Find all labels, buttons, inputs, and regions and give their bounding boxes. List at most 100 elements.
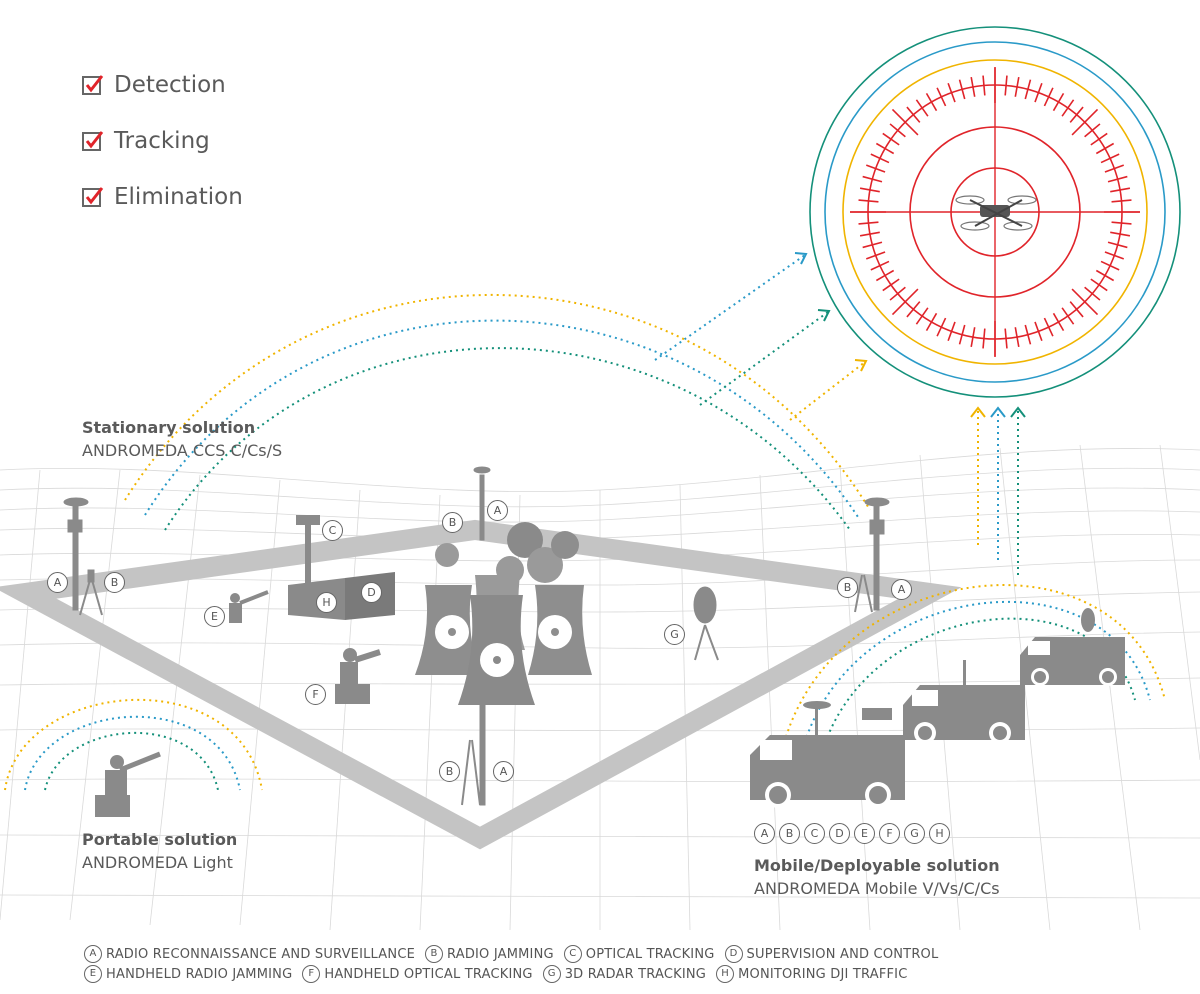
legend-text: HANDHELD RADIO JAMMING xyxy=(106,966,293,982)
tower-left xyxy=(63,497,103,616)
reticle-tick xyxy=(936,87,947,107)
reticle-tick xyxy=(882,278,900,292)
reticle-tick xyxy=(865,251,886,260)
reticle-tick xyxy=(970,76,976,97)
reticle-tick xyxy=(1052,312,1065,332)
stationary-subtitle: ANDROMEDA CCS C/Cs/S xyxy=(82,441,283,460)
reticle-tick xyxy=(1100,260,1120,271)
reticle-tick xyxy=(947,82,956,103)
checklist-label: Elimination xyxy=(114,184,243,210)
marker-a: A xyxy=(493,761,514,782)
reticle-tick xyxy=(1110,231,1131,237)
reticle-tick xyxy=(865,164,886,173)
reticle-tick xyxy=(925,92,938,112)
reticle-tick xyxy=(1004,75,1008,96)
legend-letter: H xyxy=(716,965,735,983)
reticle-tick xyxy=(875,142,895,155)
reticle-tick xyxy=(1095,142,1115,155)
legend-letter: E xyxy=(84,965,102,983)
legend-letter: C xyxy=(563,945,582,963)
mobile-signal-arcs xyxy=(779,584,1166,761)
reticle-tick xyxy=(882,132,900,146)
legend-letter: A xyxy=(84,945,102,963)
target-reticle xyxy=(809,26,1181,398)
marker-a: A xyxy=(47,572,68,593)
reticle-tick xyxy=(1107,241,1128,249)
reticle-tick xyxy=(889,286,906,301)
marker-g: G xyxy=(904,823,925,844)
reticle-tick xyxy=(1004,328,1008,349)
checklist-label: Detection xyxy=(114,72,226,98)
marker-g: G xyxy=(664,624,685,645)
legend-letter: B xyxy=(425,945,444,963)
checklist-item-elimination: Elimination xyxy=(82,184,243,210)
perimeter-wall xyxy=(0,519,962,850)
reticle-tick xyxy=(870,153,890,164)
reticle-tick xyxy=(947,321,956,342)
portable-signal-arcs xyxy=(4,699,263,791)
marker-h: H xyxy=(316,592,337,613)
reticle-tick xyxy=(982,75,986,96)
checklist-label: Tracking xyxy=(114,128,210,154)
legend-letter: G xyxy=(542,965,561,983)
soldier-portable xyxy=(95,751,161,817)
reticle-tick xyxy=(1014,327,1020,348)
reticle-tick xyxy=(1052,92,1065,112)
marker-c: C xyxy=(322,520,343,541)
legend-text: RADIO RECONNAISSANCE AND SURVEILLANCE xyxy=(106,946,416,962)
reticle-tick xyxy=(859,231,880,237)
reticle-tick xyxy=(1069,301,1084,318)
marker-h: H xyxy=(929,823,950,844)
reticle-tick xyxy=(859,187,880,193)
legend-text: SUPERVISION AND CONTROL xyxy=(746,946,939,962)
van-large xyxy=(750,701,905,808)
mobile-letters: A B C D E F G H xyxy=(754,823,950,844)
reticle-tick xyxy=(958,79,966,100)
reticle-tick xyxy=(891,288,919,316)
marker-b: B xyxy=(439,761,460,782)
mobile-title: Mobile/Deployable solution xyxy=(754,856,1000,875)
reticle-tick xyxy=(1111,221,1132,225)
legend-text: MONITORING DJI TRAFFIC xyxy=(738,966,908,982)
reticle-tick xyxy=(982,328,986,349)
marker-b: B xyxy=(104,572,125,593)
checkbox-checked-icon xyxy=(82,187,104,207)
legend-text: HANDHELD OPTICAL TRACKING xyxy=(324,966,533,982)
tower-right xyxy=(854,497,890,613)
legend-text: 3D RADAR TRACKING xyxy=(564,966,707,982)
reticle-tick xyxy=(862,241,883,249)
radar-g xyxy=(693,586,719,661)
stationary-title: Stationary solution xyxy=(82,418,256,437)
marker-a: A xyxy=(891,579,912,600)
checkbox-checked-icon xyxy=(82,75,104,95)
reticle-tick xyxy=(1090,132,1108,146)
reticle-tick xyxy=(1034,321,1043,342)
nuclear-plant xyxy=(415,522,592,705)
reticle-tick xyxy=(875,269,895,282)
reticle-tick xyxy=(1084,123,1101,138)
portable-subtitle: ANDROMEDA Light xyxy=(82,853,233,872)
reticle-tick xyxy=(1090,278,1108,292)
reticle-tick xyxy=(936,317,947,337)
reticle-tick xyxy=(1034,82,1043,103)
reticle-tick xyxy=(970,327,976,348)
arrow-heads xyxy=(794,252,1026,418)
reticle-tick xyxy=(1043,317,1054,337)
portable-title: Portable solution xyxy=(82,830,238,849)
checklist-item-tracking: Tracking xyxy=(82,128,210,154)
reticle-tick xyxy=(870,260,890,271)
marker-d: D xyxy=(361,582,382,603)
signal-arrows xyxy=(654,254,1019,575)
legend-text: RADIO JAMMING xyxy=(447,946,554,962)
checkbox-checked-icon xyxy=(82,131,104,151)
marker-f: F xyxy=(305,684,326,705)
reticle-tick xyxy=(1061,307,1075,325)
reticle-tick xyxy=(1024,79,1032,100)
